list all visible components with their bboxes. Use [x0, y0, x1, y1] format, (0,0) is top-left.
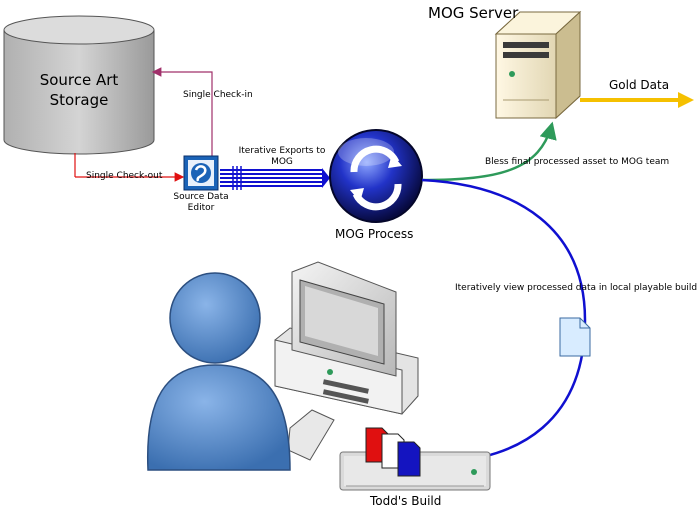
database-icon [3, 15, 155, 155]
export-arrows [220, 169, 322, 187]
mog-process-label: MOG Process [335, 227, 414, 241]
checkin-arrow [151, 67, 213, 158]
document-icon [559, 317, 591, 357]
mog-process-orb-icon [329, 129, 423, 223]
server-tower-icon [494, 10, 582, 120]
editor-label-line1: Source Data [173, 192, 229, 202]
gold-data-arrow [580, 92, 694, 108]
person-icon [146, 272, 291, 471]
page-stack-icon [365, 427, 421, 477]
iterative-view-arrow [421, 178, 587, 471]
checkout-arrow [74, 153, 185, 182]
gold-data-label: Gold Data [609, 78, 670, 92]
editor-label-line2: Editor [187, 203, 215, 213]
todds-build-label: Todd's Build [370, 494, 442, 508]
bless-label: Bless final processed asset to MOG team [485, 157, 670, 167]
editor-label: Source Data Editor [170, 192, 232, 214]
iterative-exports-label-line1: Iterative Exports to [238, 146, 326, 156]
mog-server-label: MOG Server [428, 4, 519, 22]
editor-app-icon [183, 155, 219, 191]
iterative-exports-label-line2: MOG [271, 157, 293, 167]
source-storage-label: Source Art Storage [16, 70, 142, 110]
single-checkout-label: Single Check-out [86, 171, 163, 181]
source-storage-label-line2: Storage [49, 91, 109, 109]
source-storage-label-line1: Source Art [39, 71, 119, 89]
computer-icon [274, 261, 419, 461]
iterative-exports-label: Iterative Exports to MOG [234, 146, 330, 168]
bless-arrow [421, 121, 557, 182]
single-checkin-label: Single Check-in [183, 90, 253, 100]
iterative-view-label: Iteratively view processed data in local… [455, 283, 697, 293]
export-arrowhead [322, 168, 330, 188]
